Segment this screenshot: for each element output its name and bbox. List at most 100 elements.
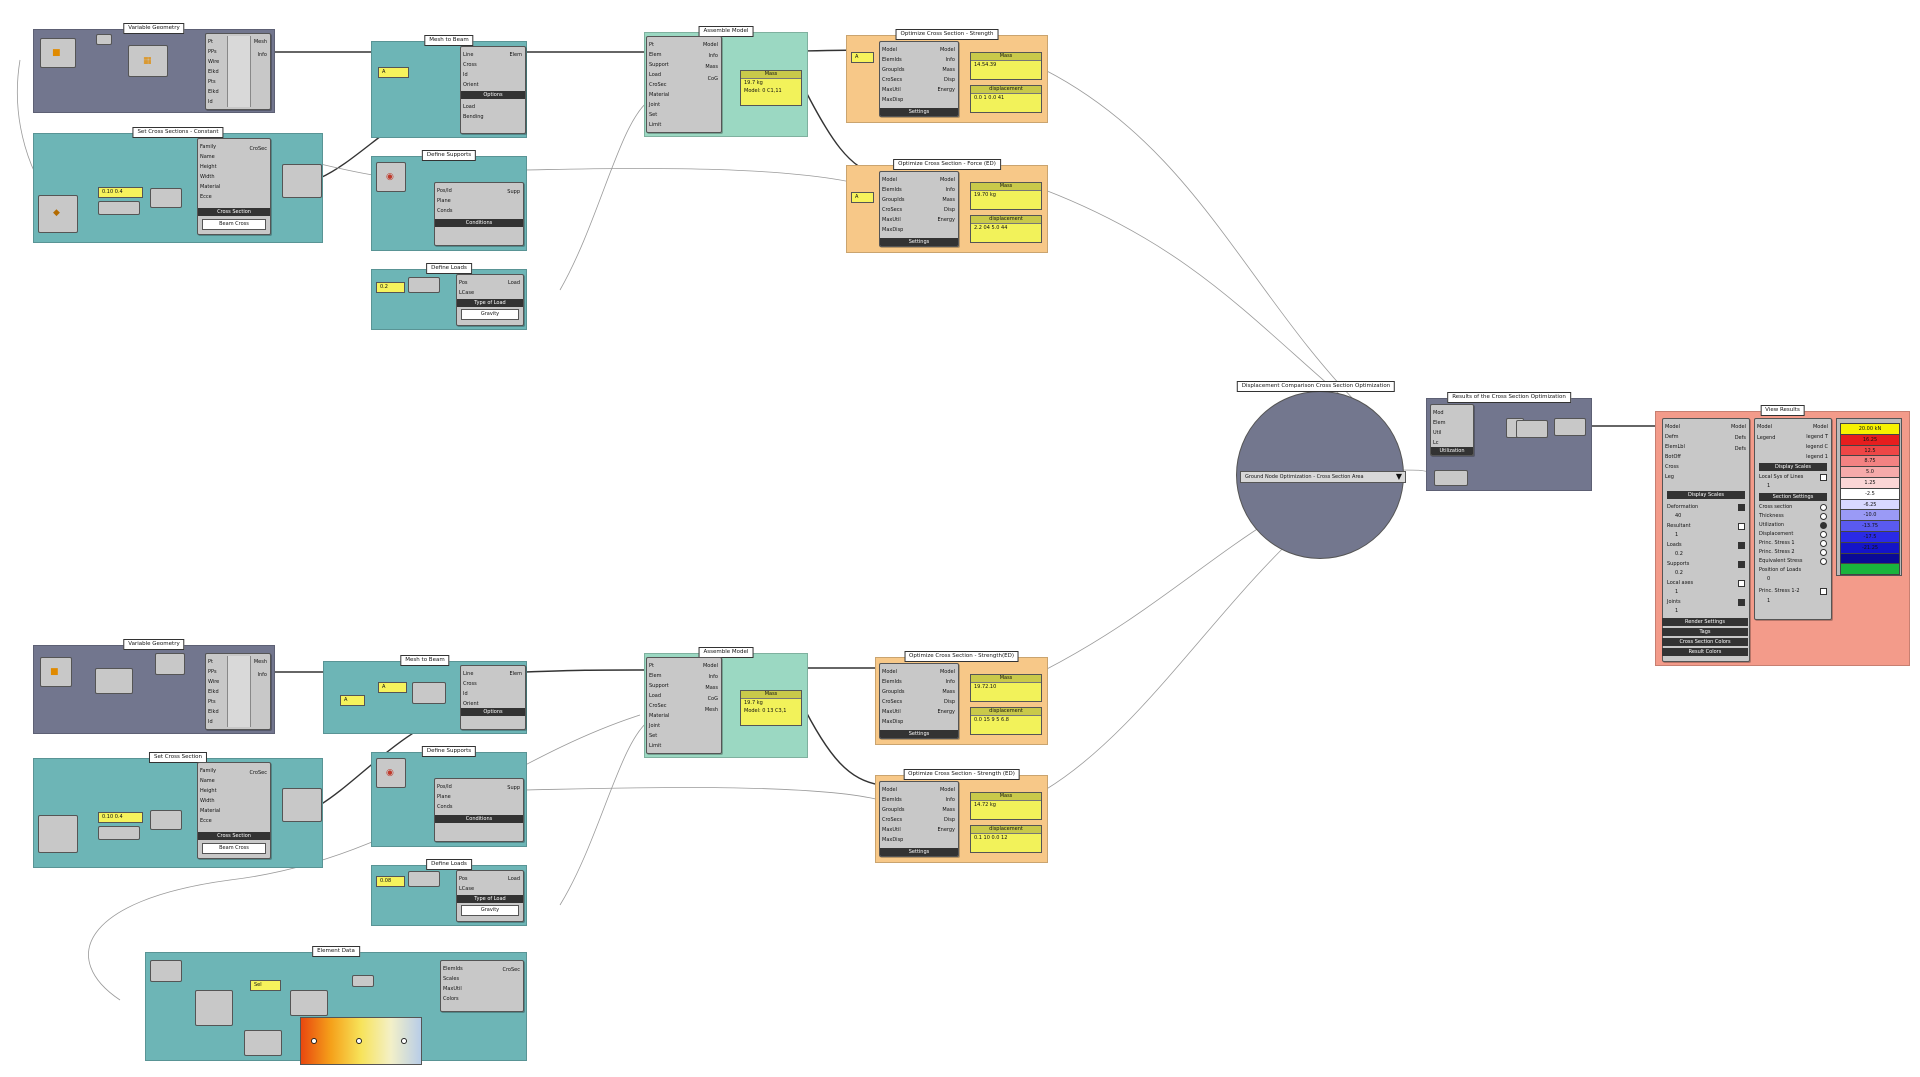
- series-component[interactable]: [98, 826, 140, 840]
- beam-component-top[interactable]: LineCrossIdOrientOptsLoadBending Elem Op…: [460, 46, 526, 134]
- cross-section-radio[interactable]: Cross section: [1759, 503, 1827, 511]
- equivalent-stress-radio[interactable]: Equivalent Stress: [1759, 557, 1827, 565]
- beam-display-button[interactable]: [1434, 470, 1468, 486]
- number-slider[interactable]: 0.10 0.4: [98, 187, 143, 198]
- list-item[interactable]: [150, 188, 182, 208]
- princ-stress-12-option[interactable]: Princ. Stress 1-2: [1759, 587, 1827, 595]
- load-type-dropdown[interactable]: Gravity: [461, 905, 519, 916]
- parameter-a[interactable]: A: [378, 682, 407, 693]
- parameter-a[interactable]: A: [378, 67, 409, 78]
- group-title: Mesh to Beam: [424, 35, 474, 46]
- result-colors-button[interactable]: Result Colors: [1662, 648, 1748, 656]
- supports-option[interactable]: Supports: [1667, 560, 1745, 568]
- utilization-radio[interactable]: Utilization: [1759, 521, 1827, 529]
- cross-section-colors-button[interactable]: Cross Section Colors: [1662, 638, 1748, 646]
- group-title: Mesh to Beam: [400, 655, 450, 666]
- number-slider[interactable]: 0.10 0.4: [98, 812, 143, 823]
- load-value[interactable]: 0.2: [376, 282, 405, 293]
- domain-component[interactable]: [195, 990, 233, 1026]
- remap-component[interactable]: [290, 990, 328, 1016]
- divide-component[interactable]: [155, 653, 185, 675]
- brep-param[interactable]: ◆: [38, 195, 78, 233]
- wire: [519, 787, 881, 801]
- list-item[interactable]: [150, 810, 182, 830]
- gradient-handle[interactable]: [356, 1038, 362, 1044]
- surface-component[interactable]: [95, 668, 133, 694]
- series-component[interactable]: [98, 201, 140, 215]
- loads-option[interactable]: Loads: [1667, 541, 1745, 549]
- surface-component[interactable]: ▦: [128, 45, 168, 77]
- joints-option[interactable]: Joints: [1667, 598, 1745, 606]
- point-param[interactable]: ◉: [376, 162, 406, 192]
- cube-icon: ◆: [53, 208, 60, 218]
- displacement-panel: displacement 2.2 04 5.0 44: [970, 215, 1042, 243]
- displacement-panel: displacement 0.0 1 0.0 41: [970, 85, 1042, 113]
- selector[interactable]: Sel: [250, 980, 281, 991]
- filter-component[interactable]: [282, 164, 322, 198]
- geometry-param[interactable]: ■: [40, 657, 72, 687]
- wire: [524, 669, 646, 673]
- group-title: Define Supports: [421, 150, 477, 161]
- render-settings-button[interactable]: Render Settings: [1662, 618, 1748, 626]
- gradient-handle[interactable]: [401, 1038, 407, 1044]
- princ-stress-1-radio[interactable]: Princ. Stress 1: [1759, 539, 1827, 547]
- thickness-radio[interactable]: Thickness: [1759, 512, 1827, 520]
- group-title: Assemble Model: [698, 647, 754, 658]
- vector-component[interactable]: [408, 277, 440, 293]
- graph-node[interactable]: [1554, 418, 1586, 436]
- brep-param[interactable]: [38, 815, 78, 853]
- load-value[interactable]: 0.08: [376, 876, 405, 887]
- split-node[interactable]: [244, 1030, 282, 1056]
- cross-section-dropdown[interactable]: Beam Cross: [202, 219, 266, 230]
- filter-component[interactable]: [282, 788, 322, 822]
- split-node[interactable]: [412, 682, 446, 704]
- group-title: Optimize Cross Section - Strength (ED): [903, 769, 1020, 780]
- resultant-option[interactable]: Resultant: [1667, 522, 1745, 530]
- element-param[interactable]: [150, 960, 182, 982]
- princ-stress-2-radio[interactable]: Princ. Stress 2: [1759, 548, 1827, 556]
- geometry-param[interactable]: ■: [40, 38, 76, 68]
- local-sys-option[interactable]: Local Sys of Lines: [1759, 473, 1827, 481]
- mass-panel: Mass 19.70 kg: [970, 182, 1042, 210]
- vector-component[interactable]: [408, 871, 440, 887]
- cross-section-dropdown[interactable]: Beam Cross: [202, 843, 266, 854]
- optimization-dropdown[interactable]: Ground Node Optimization - Cross Section…: [1240, 471, 1406, 483]
- point-param[interactable]: ◉: [376, 758, 406, 788]
- split-node[interactable]: [1516, 420, 1548, 438]
- parameter-a[interactable]: A: [851, 192, 874, 203]
- color-gradient[interactable]: [300, 1017, 422, 1065]
- gradient-handle[interactable]: [311, 1038, 317, 1044]
- local-axes-option[interactable]: Local axes: [1667, 579, 1745, 587]
- displacement-radio[interactable]: Displacement: [1759, 530, 1827, 538]
- parameter-a[interactable]: A: [851, 52, 874, 63]
- load-type-dropdown[interactable]: Gravity: [461, 309, 519, 320]
- deformation-option[interactable]: Deformation: [1667, 503, 1745, 511]
- relay-node[interactable]: [352, 975, 374, 987]
- target-icon: ◉: [386, 172, 394, 182]
- legend-swatch: [1840, 563, 1900, 576]
- mass-panel: Mass 19.72.10: [970, 674, 1042, 702]
- grid-icon: ▦: [143, 56, 152, 66]
- relay-node[interactable]: [96, 34, 112, 45]
- tags-button[interactable]: Tags: [1662, 628, 1748, 636]
- parameter-a[interactable]: A: [340, 695, 365, 706]
- group-title: Assemble Model: [698, 26, 754, 37]
